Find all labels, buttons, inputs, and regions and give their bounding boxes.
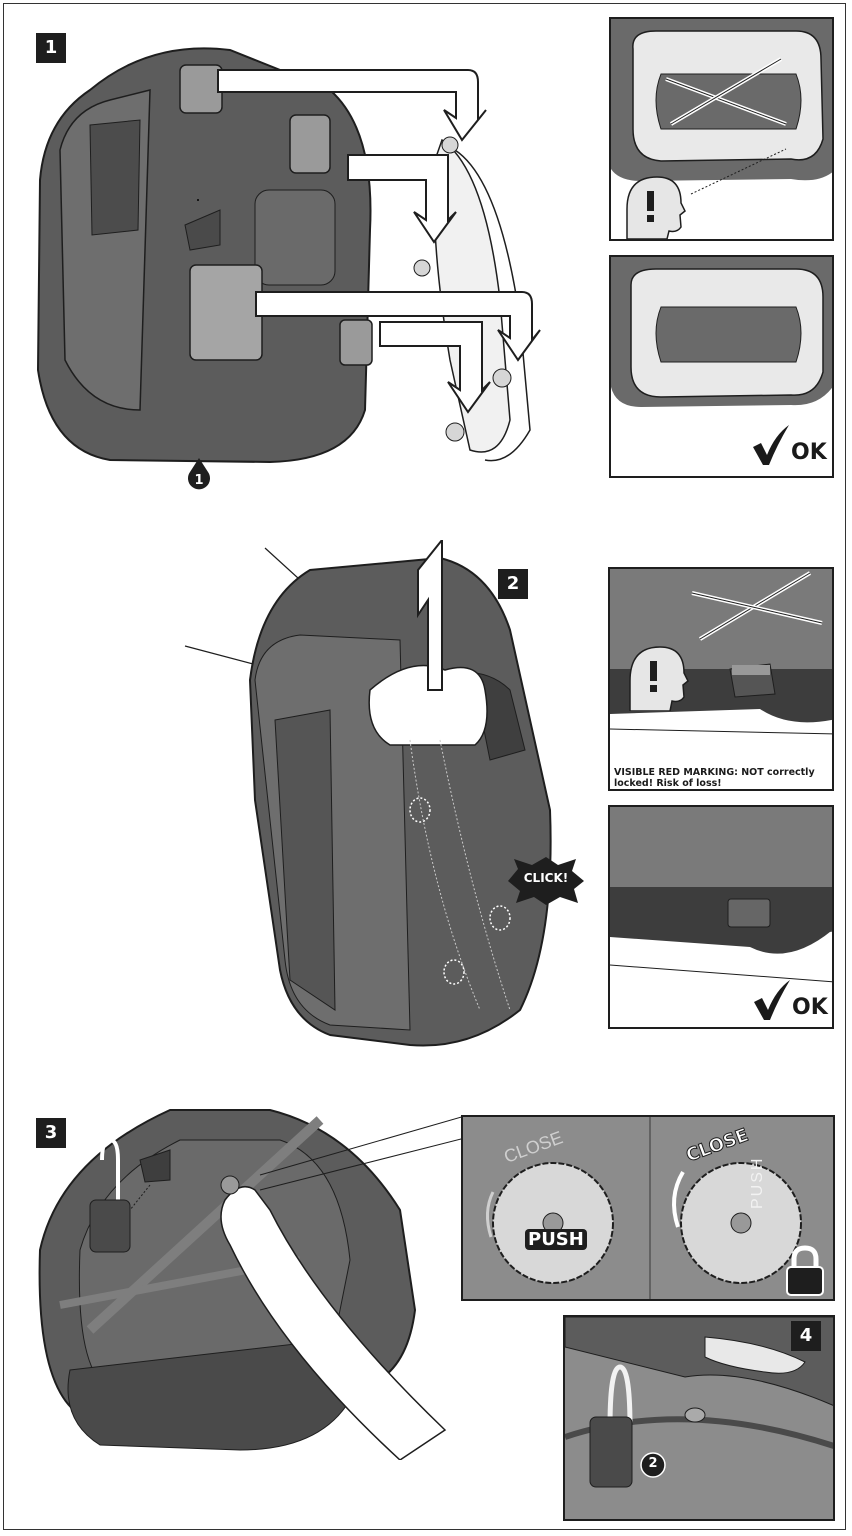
warning-text: VISIBLE RED MARKING: NOT correctly locke… — [614, 767, 815, 789]
lock-dials-illustration — [486, 1117, 802, 1299]
step-2-illustration — [184, 540, 552, 1047]
step-2-badge: 2 — [498, 569, 528, 599]
click-label: CLICK! — [523, 871, 569, 885]
warning-head-icon — [629, 646, 689, 711]
step-4-badge: 4 — [791, 1321, 821, 1351]
step-4-illustration — [565, 1317, 833, 1488]
ok-check-2: OK — [752, 980, 828, 1020]
step-1-illustration — [36, 47, 541, 464]
push-label-left: PUSH — [525, 1229, 587, 1250]
ok-label-1: OK — [791, 440, 827, 465]
ok-label-2: OK — [792, 995, 828, 1020]
callout-2-circle — [640, 1452, 666, 1478]
push-label-right: PUSH — [749, 1156, 766, 1209]
callout-1-label: 1 — [194, 473, 204, 488]
padlock-icon — [786, 1245, 824, 1296]
page-frame — [3, 3, 846, 1530]
frame-ok-illustration — [611, 257, 832, 407]
step-3-badge: 3 — [36, 1118, 66, 1148]
step-2-warning-panel: VISIBLE RED MARKING: NOT correctly locke… — [608, 567, 834, 791]
callout-2-label: 2 — [648, 1456, 658, 1471]
warning-head-icon — [626, 176, 686, 239]
callout-1-pin — [188, 458, 210, 490]
step-2-ok-panel: OK — [608, 805, 834, 1029]
step-3-illustration — [38, 1109, 465, 1460]
checkmark-icon — [754, 980, 790, 1020]
ok-check-1: OK — [751, 425, 827, 465]
step-1-ok-panel: OK — [609, 255, 834, 478]
click-burst-icon — [508, 857, 584, 905]
latch-ok-illustration — [610, 807, 832, 983]
step-1-wrong-panel — [609, 17, 834, 241]
step-4-panel: 4 2 — [563, 1315, 835, 1521]
lock-panel: CLOSE PUSH CLOSE PUSH — [461, 1115, 835, 1301]
frame-wrong-illustration — [611, 19, 832, 239]
step-1-badge: 1 — [36, 33, 66, 63]
checkmark-icon — [753, 425, 789, 465]
